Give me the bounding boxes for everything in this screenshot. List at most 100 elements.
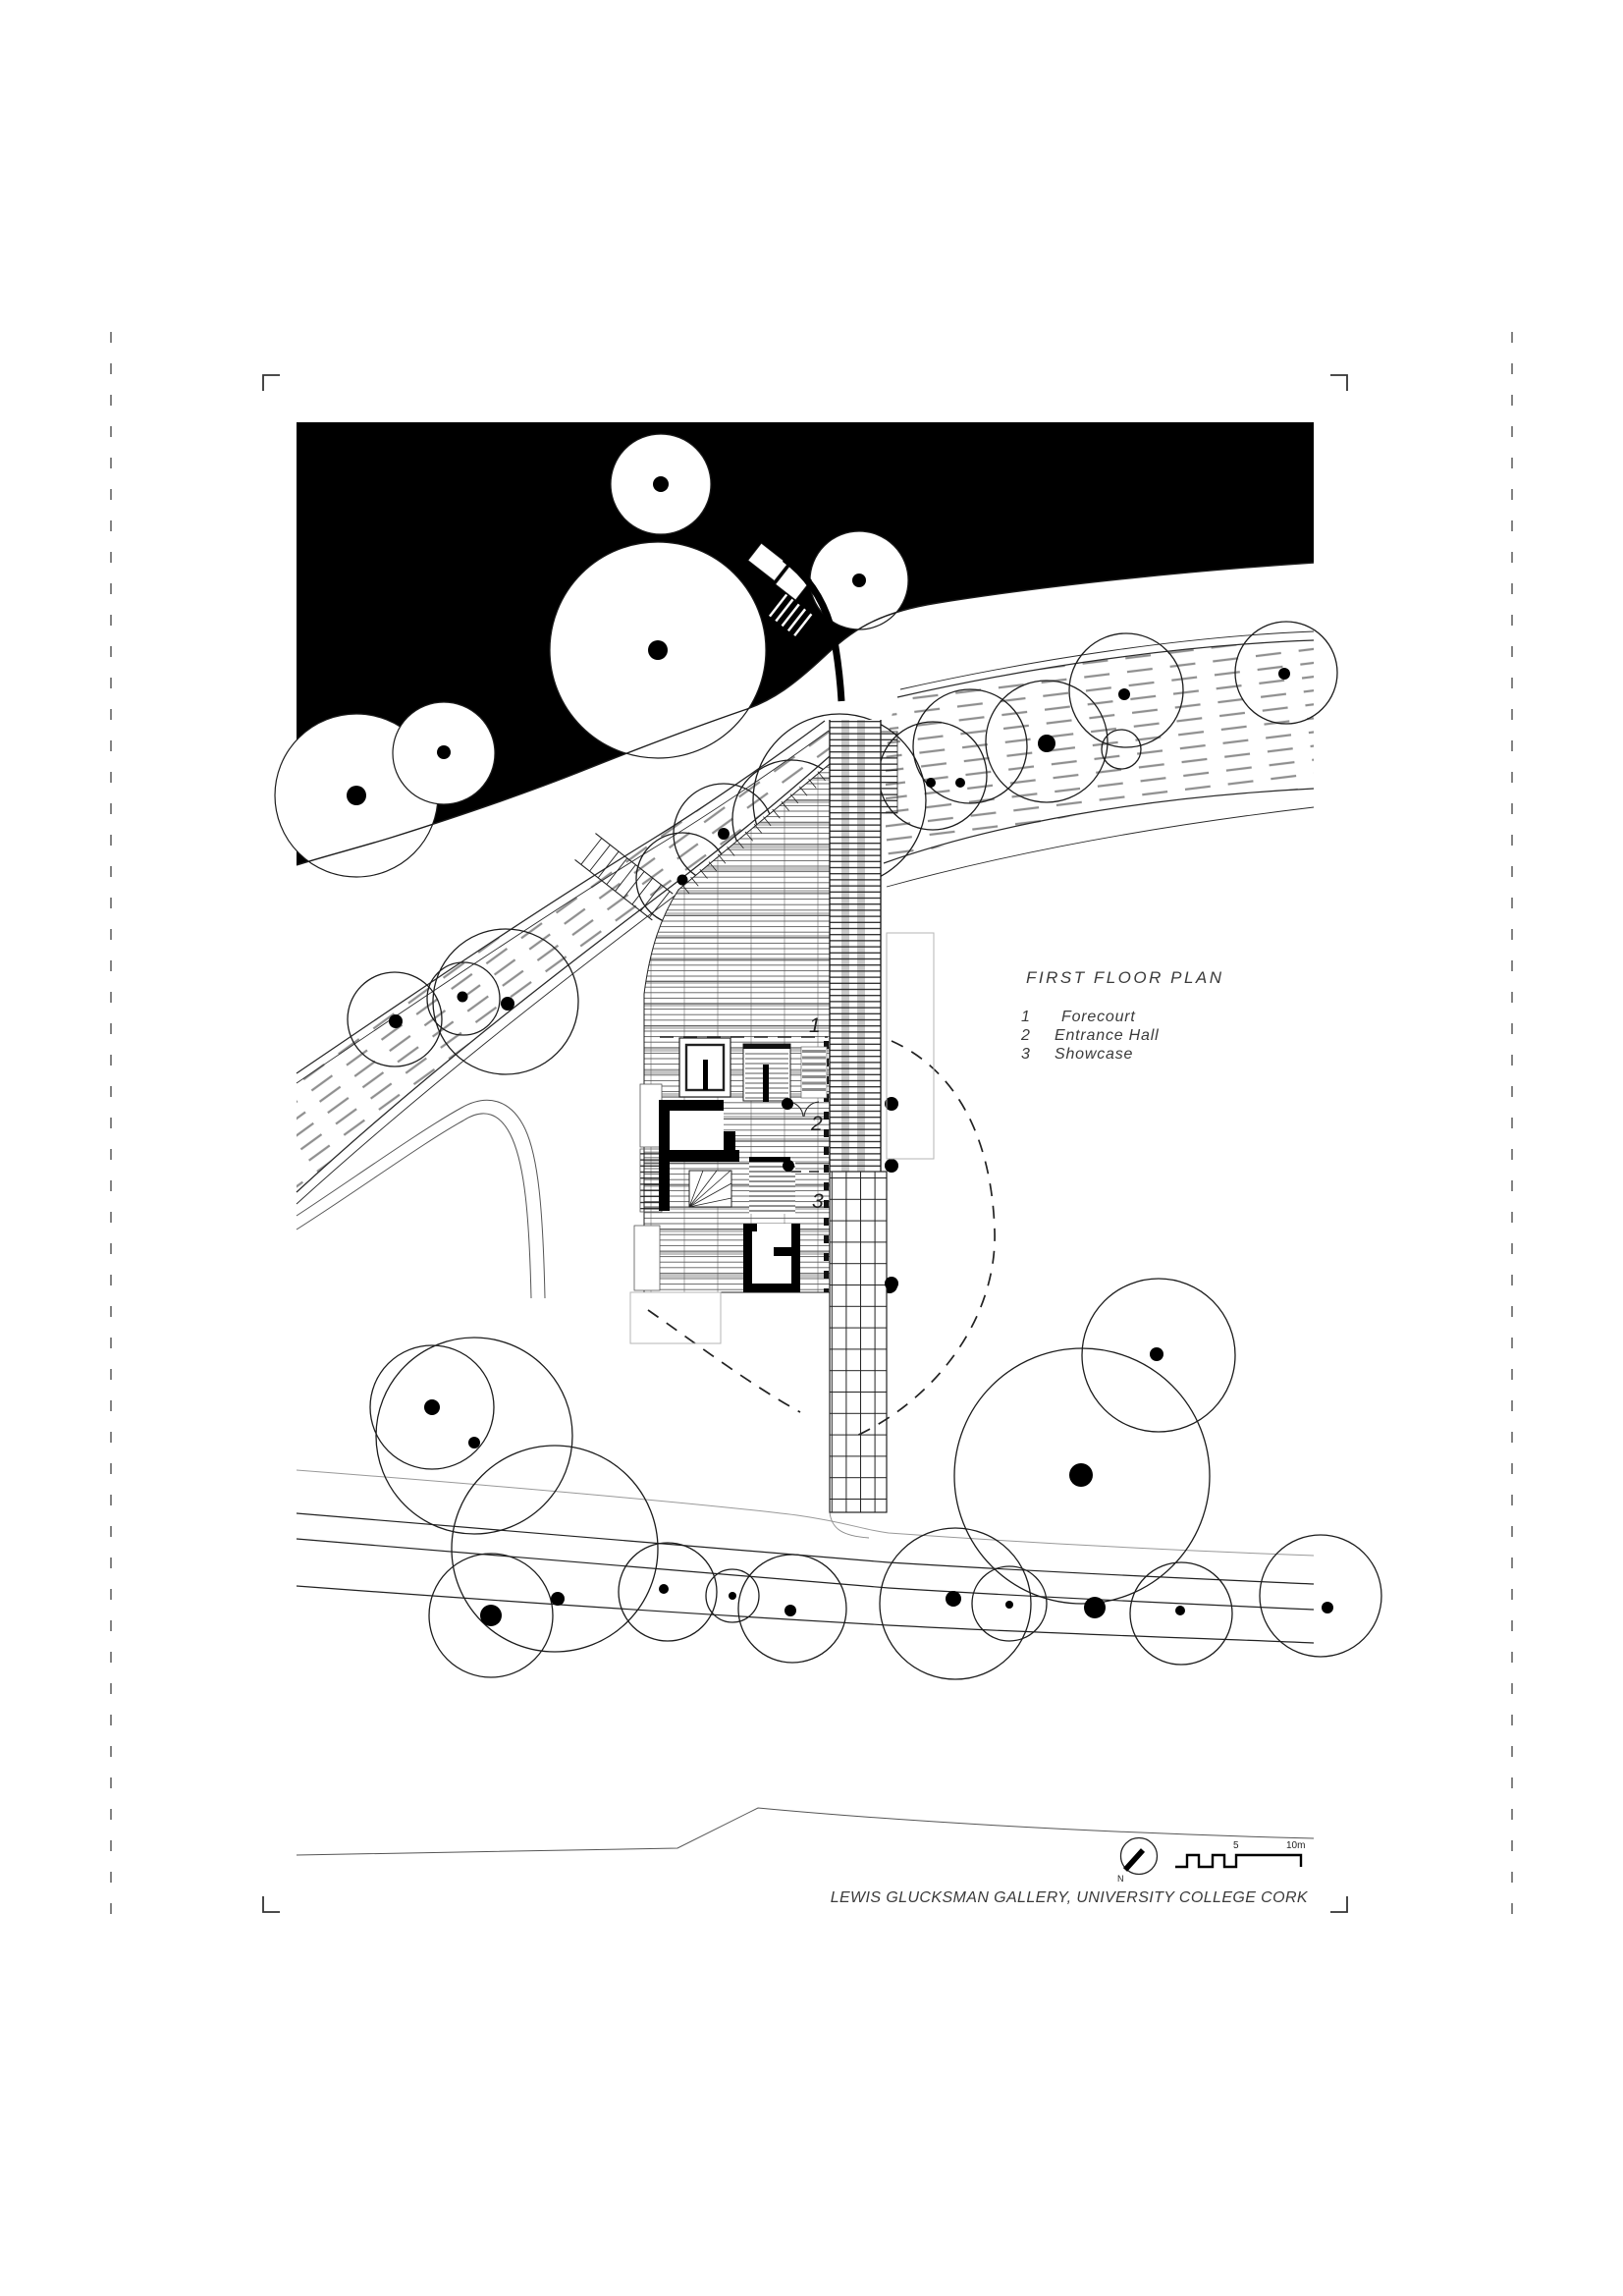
tree [879, 1527, 1032, 1680]
legend-num-3: 3 [1021, 1046, 1030, 1063]
scale-mid-label: 5 [1233, 1840, 1239, 1851]
tree-dot [718, 828, 730, 840]
site-boundary-dashed [851, 1040, 996, 1439]
tree [1234, 621, 1338, 725]
tree-dot [784, 1605, 796, 1616]
plan-dashed-lines [647, 1036, 996, 1439]
tree-dot [1118, 688, 1130, 700]
upper-ramp-structures [747, 542, 845, 702]
tree-dot [955, 778, 965, 788]
legend-num-2: 2 [1020, 1027, 1030, 1044]
tree-dot [1278, 668, 1290, 680]
legend-label-forecourt: Forecourt [1061, 1009, 1136, 1025]
tree-dot [501, 997, 514, 1011]
band-bottom-edge [883, 788, 1315, 864]
curved-wall [782, 556, 845, 702]
tree-dot [926, 778, 936, 788]
tree-dot [1175, 1606, 1185, 1615]
room-label-2: 2 [810, 1113, 823, 1135]
column-dot [885, 1277, 898, 1290]
tree-dot [551, 1592, 565, 1606]
room-label-1: 1 [809, 1014, 821, 1037]
drawing-title: LEWIS GLUCKSMAN GALLERY, UNIVERSITY COLL… [831, 1889, 1309, 1906]
stair-lower [749, 1157, 795, 1214]
tree [618, 1542, 718, 1642]
lower-road-line [886, 806, 1315, 888]
uturn-road [296, 1099, 546, 1299]
column-dot [885, 1159, 898, 1173]
plan-title: FIRST FLOOR PLAN [1026, 968, 1224, 987]
stair-upper [742, 1043, 791, 1102]
north-arrow: N [1117, 1836, 1159, 1884]
corner-mark-top-left [262, 374, 280, 391]
scale-bar: 5 10m [1175, 1840, 1305, 1869]
tree-dot [1005, 1601, 1013, 1609]
column-dot [783, 1160, 794, 1172]
tree-dot [1084, 1597, 1106, 1618]
tree-dot [1069, 1463, 1093, 1487]
legend-label-entrance-hall: Entrance Hall [1055, 1027, 1159, 1044]
tree [426, 961, 501, 1036]
corner-mark-bottom-left [262, 1896, 280, 1913]
deck-notch [633, 1225, 661, 1291]
column-dot [782, 1098, 793, 1110]
tree-dot [468, 1437, 480, 1449]
tree [1068, 632, 1184, 748]
tree [1259, 1534, 1382, 1658]
tree [1129, 1561, 1233, 1666]
column-dots [782, 1097, 898, 1290]
plan-legend: FIRST FLOOR PLAN 1 Forecourt 2 Entrance … [1020, 968, 1224, 1063]
grid-walkway [829, 1171, 888, 1513]
tree-dot [457, 991, 468, 1003]
tree-dot [852, 574, 866, 587]
step-line [768, 593, 788, 618]
tree-dot [347, 786, 366, 805]
tree-dot [946, 1591, 961, 1607]
tree-dot [389, 1014, 403, 1028]
tree [985, 680, 1109, 803]
tree [912, 688, 1028, 804]
step-line [786, 608, 807, 632]
deck-notch [639, 1148, 663, 1213]
tree [705, 1568, 760, 1623]
tree-dot [653, 476, 669, 492]
tree [451, 1445, 659, 1653]
tree-dot [1150, 1347, 1163, 1361]
deck-edge-ticks [681, 771, 826, 895]
tree [1101, 729, 1142, 770]
band-bottom-edge [296, 748, 839, 1193]
tree-dot [480, 1605, 502, 1626]
title-block: N 5 10m LEWIS GLUCKSMAN GALLERY, UNIVERS… [831, 1836, 1309, 1906]
tree [347, 971, 443, 1067]
boardwalk [824, 720, 898, 1292]
step-line [793, 613, 813, 637]
sheet-border-marks [110, 332, 1513, 1923]
site-boundary-dashed [647, 1309, 801, 1413]
corner-mark-bottom-right [1330, 1896, 1348, 1913]
boardwalk-connector [880, 731, 898, 814]
faint-rect [886, 932, 935, 1160]
step-line [775, 598, 794, 623]
tree-dot [1038, 735, 1055, 752]
tree [971, 1565, 1048, 1642]
tree [1081, 1278, 1236, 1433]
faint-outline-rects [629, 932, 935, 1344]
tree [737, 1554, 847, 1664]
ramp-block [747, 542, 788, 582]
step-line [781, 603, 800, 628]
lower-walled-room [743, 1224, 800, 1292]
scale-end-label: 10m [1286, 1840, 1305, 1851]
legend-label-showcase: Showcase [1055, 1046, 1133, 1063]
tree [375, 1337, 573, 1535]
road-line [296, 1585, 1315, 1644]
building-interior: 1 2 3 [629, 932, 996, 1439]
column-dot [885, 1097, 898, 1111]
tree-dot [659, 1584, 669, 1594]
spiral-stair [688, 1170, 732, 1208]
band-top-edge [896, 639, 1315, 698]
tree-dot [437, 745, 451, 759]
landmass-edge-line [296, 562, 1315, 866]
ridge-line [899, 630, 1315, 690]
tree-dot [1322, 1602, 1333, 1613]
